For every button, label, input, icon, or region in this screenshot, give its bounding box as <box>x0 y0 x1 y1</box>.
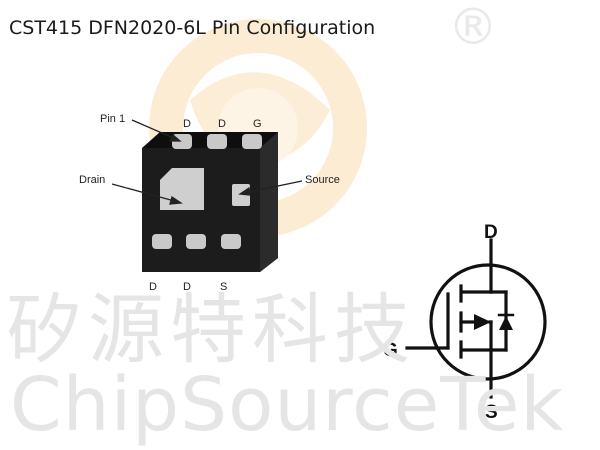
diode-icon <box>499 316 513 330</box>
bottom-pad-3 <box>221 234 241 249</box>
bottom-pad-2 <box>186 234 206 249</box>
symbol-source-label: S <box>485 402 498 423</box>
page-title: CST415 DFN2020-6L Pin Configuration <box>9 17 376 39</box>
bottom-pin-1: D <box>149 281 157 293</box>
english-watermark: ChipSourceTek <box>10 362 565 448</box>
bottom-pad-1 <box>152 234 172 249</box>
top-pin-1: D <box>183 118 191 130</box>
channel-arrow-icon <box>474 314 491 330</box>
top-pin-2: D <box>218 118 226 130</box>
drain-pad <box>160 168 204 210</box>
top-pin-3: G <box>253 118 262 130</box>
bottom-pin-3: S <box>220 281 227 293</box>
pin1-label: Pin 1 <box>100 113 125 125</box>
leader-arrows <box>111 119 303 205</box>
registered-watermark: ® <box>448 0 498 56</box>
dfn-package <box>142 132 278 272</box>
top-pad-2 <box>207 134 227 149</box>
top-pad-3 <box>242 134 262 149</box>
symbol-drain-label: D <box>484 222 498 243</box>
drain-label: Drain <box>79 174 105 186</box>
source-label: Source <box>305 174 340 186</box>
chinese-watermark: 矽源特科技 <box>6 285 416 374</box>
mosfet-symbol <box>405 238 547 399</box>
source-pad <box>232 184 250 206</box>
symbol-gate-label: G <box>383 340 398 361</box>
bottom-pin-2: D <box>183 281 191 293</box>
